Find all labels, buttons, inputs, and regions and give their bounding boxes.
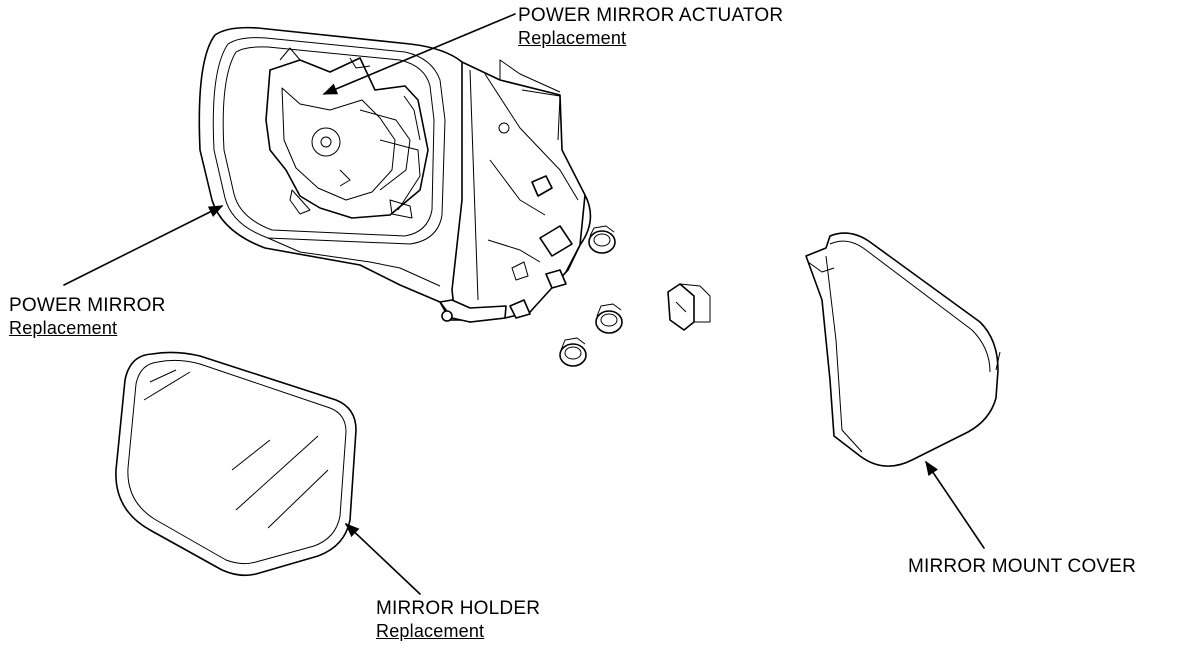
leader-power-mirror — [63, 205, 224, 286]
leader-holder — [344, 523, 421, 595]
leader-actuator — [322, 13, 516, 95]
mirror-holder-replacement-link[interactable]: Replacement — [376, 621, 485, 641]
mirror-holder-callout: MIRROR HOLDER Replacement — [376, 598, 540, 642]
retaining-clip — [667, 283, 711, 331]
actuator-replacement-link[interactable]: Replacement — [518, 28, 627, 48]
grommet-3 — [559, 337, 587, 367]
mirror-mount-cover — [805, 232, 1001, 467]
power-mirror-callout: POWER MIRROR Replacement — [9, 295, 166, 339]
mirror-holder-title: MIRROR HOLDER — [376, 598, 541, 619]
mirror-holder — [115, 351, 357, 577]
power-mirror-title: POWER MIRROR — [9, 295, 166, 316]
mount-cover-title: MIRROR MOUNT COVER — [908, 556, 1137, 577]
grommets — [559, 225, 623, 367]
leader-cover — [925, 460, 985, 549]
grommet-1 — [588, 225, 616, 254]
actuator-title: POWER MIRROR ACTUATOR — [518, 5, 784, 26]
grommet-2 — [595, 303, 623, 334]
actuator-callout: POWER MIRROR ACTUATOR Replacement — [518, 5, 783, 49]
leader-lines — [63, 13, 985, 595]
power-mirror-replacement-link[interactable]: Replacement — [9, 318, 118, 338]
actuator-unit — [265, 47, 429, 219]
mount-cover-callout: MIRROR MOUNT COVER — [908, 556, 1136, 578]
